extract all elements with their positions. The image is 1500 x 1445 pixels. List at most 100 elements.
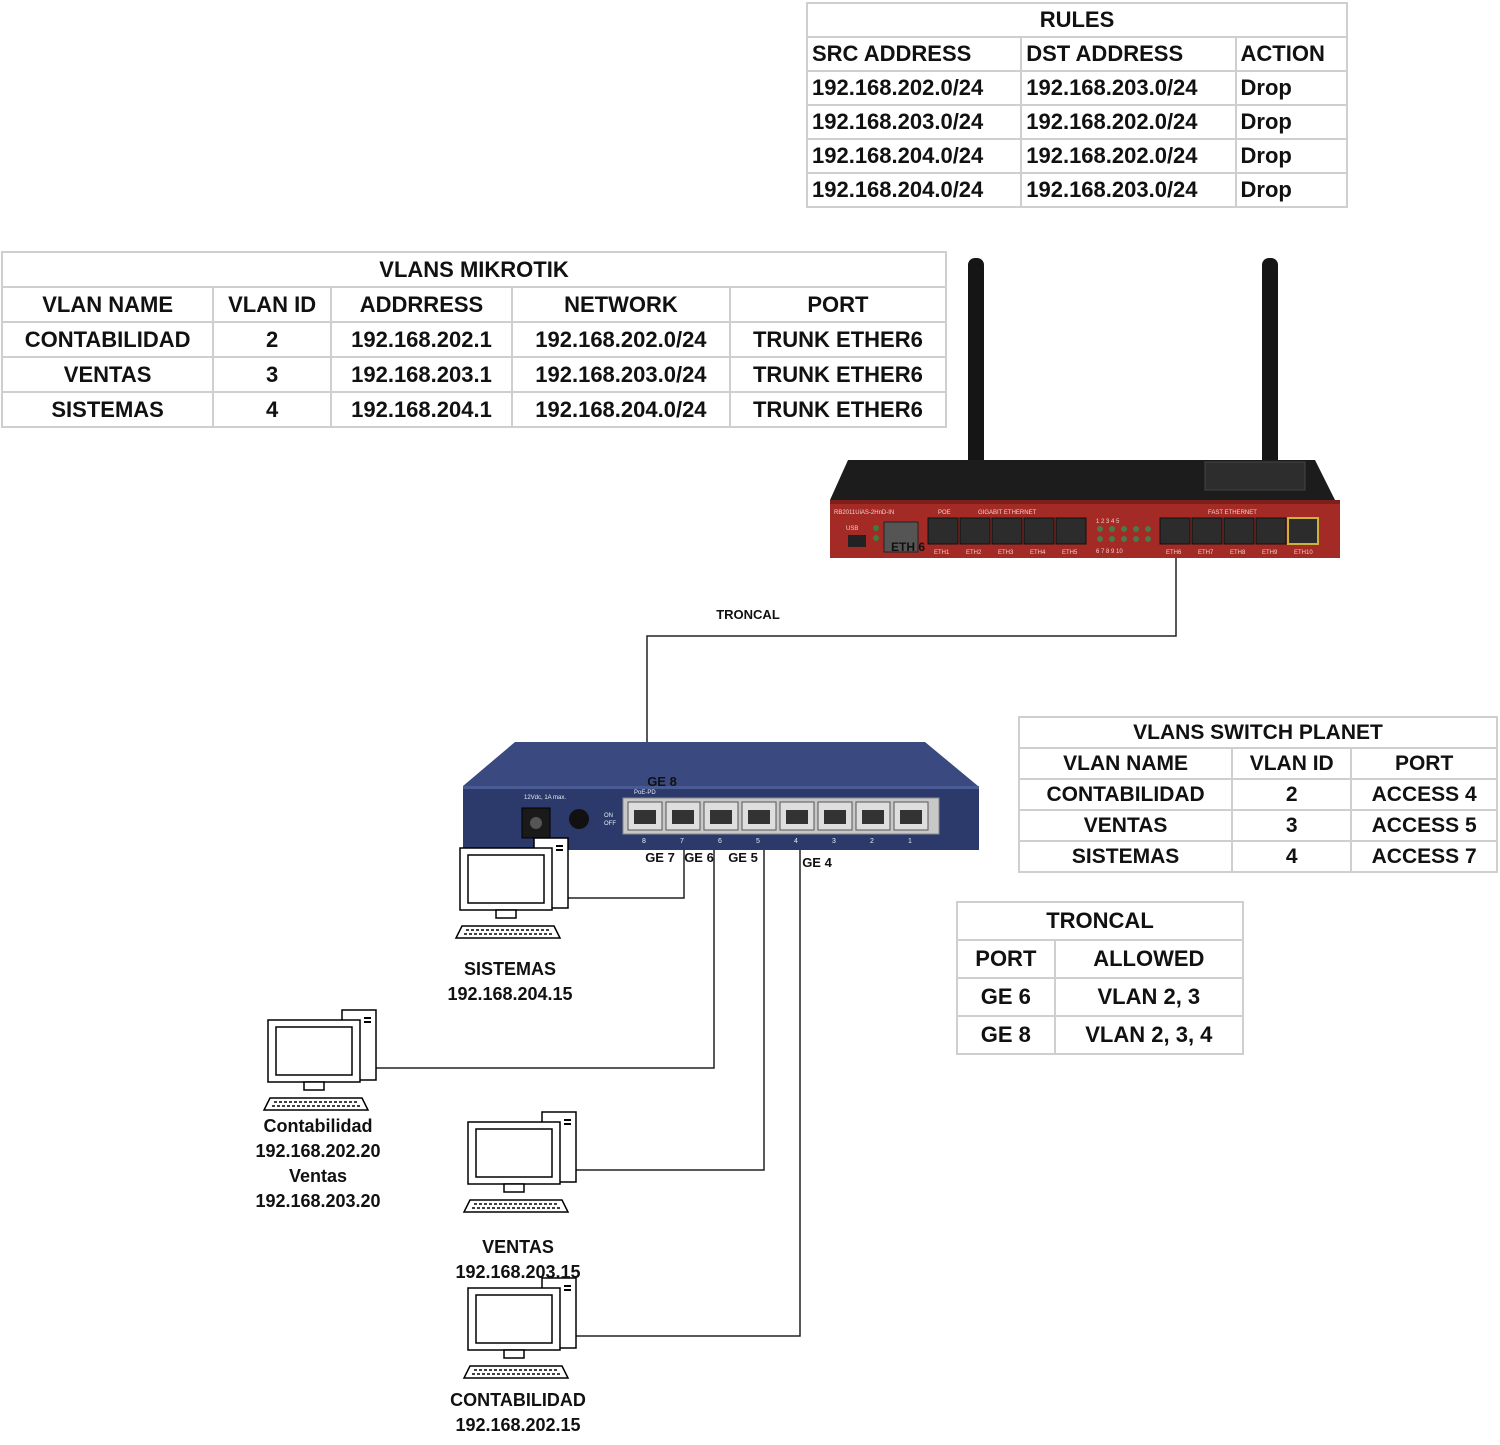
table-row: GE 8 VLAN 2, 3, 4 — [956, 1015, 1245, 1055]
vlans-mikrotik-title: VLANS MIKROTIK — [1, 251, 947, 288]
mk-vlan-name: CONTABILIDAD — [0, 321, 215, 358]
mk-vlan-port: TRUNK ETHER6 — [728, 391, 948, 428]
ge8-label: GE 8 — [647, 774, 677, 789]
router-fast-ports — [1159, 517, 1319, 545]
sfp-port — [883, 521, 919, 553]
ge7-label: GE 7 — [645, 850, 675, 865]
troncal-table: TRONCAL PORT ALLOWED GE 6 VLAN 2, 3 GE 8… — [956, 901, 1245, 1055]
switch-port-number: 3 — [832, 838, 836, 845]
pc-ventas-label: VENTAS 192.168.203.15 — [428, 1235, 608, 1285]
sw-vlan-name: CONTABILIDAD — [1017, 778, 1234, 811]
troncal-link — [646, 550, 1177, 820]
rule-dst: 192.168.202.0/24 — [1020, 138, 1237, 174]
usb-port — [848, 535, 866, 547]
table-row: GE 6 VLAN 2, 3 — [956, 977, 1245, 1017]
switch-port-number: 1 — [908, 838, 912, 845]
vlans-switch-title: VLANS SWITCH PLANET — [1018, 716, 1498, 749]
table-row: 192.168.204.0/24 192.168.202.0/24 Drop — [805, 138, 1348, 174]
router-port-label: ETH4 — [1030, 550, 1046, 556]
switch-port-number: 7 — [680, 838, 684, 845]
table-row: SISTEMAS 4 192.168.204.1 192.168.204.0/2… — [0, 391, 948, 428]
router-leds — [1097, 526, 1151, 542]
router-port-label: ETH2 — [966, 550, 982, 556]
mk-header-name: VLAN NAME — [0, 286, 215, 323]
mk-vlan-network: 192.168.202.0/24 — [511, 321, 731, 358]
switch-poe-label: PoE-PD — [634, 790, 656, 796]
router-fast-label: FAST ETHERNET — [1208, 510, 1257, 516]
mk-vlan-address: 192.168.204.1 — [329, 391, 514, 428]
sw-vlan-name: SISTEMAS — [1017, 840, 1234, 873]
table-row: VENTAS 3 ACCESS 5 — [1017, 809, 1498, 842]
pc-multi-ip-2: 192.168.203.20 — [255, 1191, 381, 1211]
sw-vlan-port: ACCESS 7 — [1350, 840, 1498, 873]
mk-vlan-network: 192.168.203.0/24 — [511, 356, 731, 393]
switch-port-number: 8 — [642, 838, 646, 845]
rule-dst: 192.168.202.0/24 — [1020, 104, 1237, 140]
troncal-header-port: PORT — [956, 939, 1056, 979]
mk-vlan-port: TRUNK ETHER6 — [728, 321, 948, 358]
switch-power-label: 12Vdc, 1A max. — [524, 795, 566, 801]
rule-action: Drop — [1234, 70, 1348, 106]
sw-header-name: VLAN NAME — [1017, 747, 1234, 780]
troncal-header-allowed: ALLOWED — [1053, 939, 1245, 979]
sw-vlan-id: 3 — [1231, 809, 1353, 842]
sw-vlan-id: 2 — [1231, 778, 1353, 811]
rules-header-dst: DST ADDRESS — [1020, 36, 1237, 72]
table-row: CONTABILIDAD 2 192.168.202.1 192.168.202… — [0, 321, 948, 358]
pc-ventas-icon — [463, 1111, 577, 1213]
troncal-title: TRONCAL — [956, 901, 1244, 941]
switch-port-number: 6 — [718, 838, 722, 845]
eth6-label: ETH 6 — [890, 540, 925, 554]
rule-src: 192.168.204.0/24 — [805, 172, 1023, 208]
pc-multi-icon — [263, 1009, 377, 1111]
pc-ventas-name: VENTAS — [482, 1237, 554, 1257]
troncal-link-label: TRONCAL — [716, 607, 780, 622]
pc-contabilidad-name: CONTABILIDAD — [450, 1390, 586, 1410]
troncal-allowed: VLAN 2, 3, 4 — [1053, 1015, 1245, 1055]
rules-header-src: SRC ADDRESS — [805, 36, 1023, 72]
mk-header-network: NETWORK — [511, 286, 731, 323]
pc-contabilidad-label: CONTABILIDAD 192.168.202.15 — [428, 1388, 608, 1438]
ge4-label: GE 4 — [802, 855, 832, 870]
sw-vlan-port: ACCESS 5 — [1350, 809, 1498, 842]
pc-sistemas-ip: 192.168.204.15 — [447, 984, 573, 1004]
sw-vlan-id: 4 — [1231, 840, 1353, 873]
router-port-label: ETH8 — [1230, 550, 1246, 556]
rule-dst: 192.168.203.0/24 — [1020, 172, 1237, 208]
router-port-label: ETH10 — [1294, 550, 1313, 556]
switch-port-number: 5 — [756, 838, 760, 845]
router-led-numbers-bottom: 6 7 8 9 10 — [1096, 549, 1123, 555]
pc-sistemas-label: SISTEMAS 192.168.204.15 — [420, 957, 600, 1007]
router-model-label: RB2011UiAS-2HnD-IN — [834, 510, 894, 516]
mk-vlan-id: 4 — [212, 391, 332, 428]
rule-action: Drop — [1234, 138, 1348, 174]
table-row: SISTEMAS 4 ACCESS 7 — [1017, 840, 1498, 873]
router-gigabit-ports — [927, 517, 1087, 545]
pc-multi-ip-1: 192.168.202.20 — [255, 1141, 381, 1161]
switch-off-label: OFF — [604, 821, 616, 827]
mk-vlan-id: 3 — [212, 356, 332, 393]
router-poe-label: POE — [938, 510, 951, 516]
rules-title: RULES — [806, 2, 1348, 38]
power-button — [569, 809, 589, 829]
sw-vlan-name: VENTAS — [1017, 809, 1234, 842]
link-ge4-contabilidad — [570, 820, 801, 1337]
rule-src: 192.168.202.0/24 — [805, 70, 1023, 106]
ge5-label: GE 5 — [728, 850, 758, 865]
table-row: VENTAS 3 192.168.203.1 192.168.203.0/24 … — [0, 356, 948, 393]
router-port-label: ETH5 — [1062, 550, 1078, 556]
mk-header-id: VLAN ID — [212, 286, 332, 323]
troncal-port: GE 6 — [956, 977, 1056, 1017]
switch-port-number: 4 — [794, 838, 798, 845]
table-row: 192.168.204.0/24 192.168.203.0/24 Drop — [805, 172, 1348, 208]
sw-vlan-port: ACCESS 4 — [1350, 778, 1498, 811]
pc-sistemas-name: SISTEMAS — [463, 959, 556, 979]
rule-dst: 192.168.203.0/24 — [1020, 70, 1237, 106]
router-usb-label: USB — [846, 526, 858, 532]
vlans-switch-table: VLANS SWITCH PLANET VLAN NAME VLAN ID PO… — [1017, 716, 1498, 873]
router-port-label: ETH7 — [1198, 550, 1214, 556]
pc-contabilidad-icon — [463, 1277, 577, 1379]
vlans-mikrotik-table: VLANS MIKROTIK VLAN NAME VLAN ID ADDRRES… — [0, 251, 948, 428]
